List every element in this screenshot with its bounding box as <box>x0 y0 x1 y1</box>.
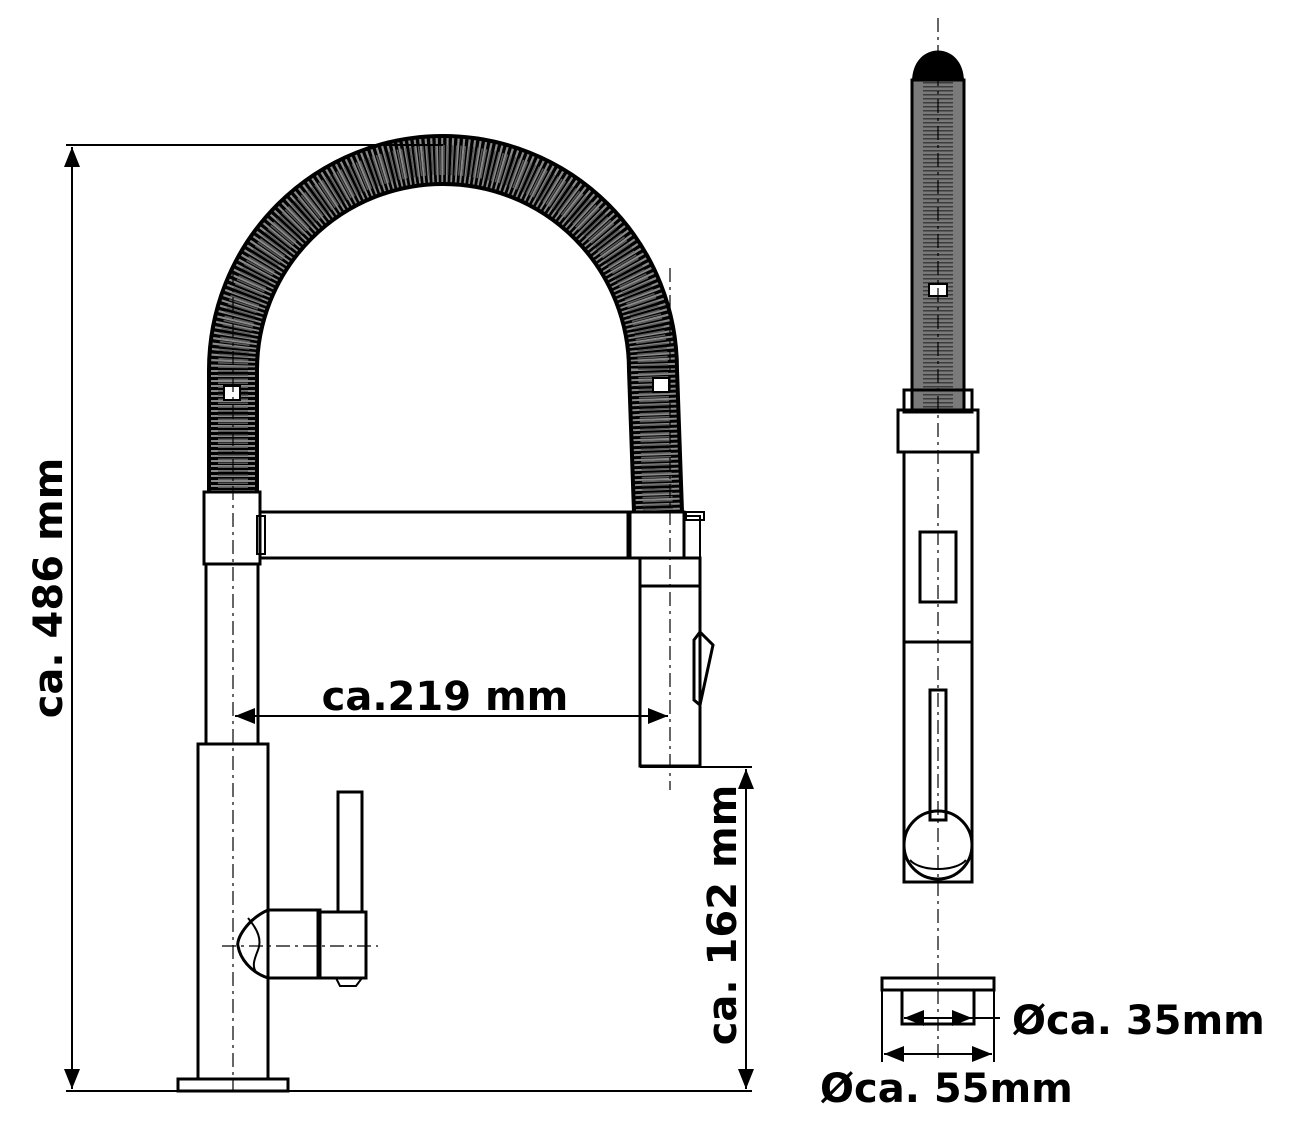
spout-holder-clip <box>685 511 705 521</box>
support-arm <box>258 510 632 560</box>
label-hose-diameter: Øca. 35mm <box>1012 998 1265 1044</box>
label-base-diameter: Øca. 55mm <box>820 1066 1073 1112</box>
front-view: ca. 486 mm ca.219 mm ca. 162 mm <box>26 134 754 1093</box>
body-collar <box>202 490 262 566</box>
spout-holder <box>626 510 686 560</box>
dimension-height-total <box>64 144 443 1092</box>
hose-clip-left <box>223 385 241 401</box>
side-view: Øca. 35mm Øca. 55mm <box>820 18 1265 1112</box>
label-spout-height: ca. 162 mm <box>700 785 746 1046</box>
spout-holder-cap <box>683 515 701 559</box>
dimension-spout-height <box>288 766 754 1092</box>
label-spout-reach: ca.219 mm <box>322 674 569 720</box>
hose-clip-right <box>652 377 670 393</box>
spray-head-trigger <box>692 629 715 708</box>
front-hose <box>207 134 684 513</box>
lever-handle <box>236 790 368 987</box>
arm-end-left <box>256 515 266 555</box>
label-height-total: ca. 486 mm <box>26 458 72 719</box>
dimension-base-diameter <box>881 990 995 1062</box>
